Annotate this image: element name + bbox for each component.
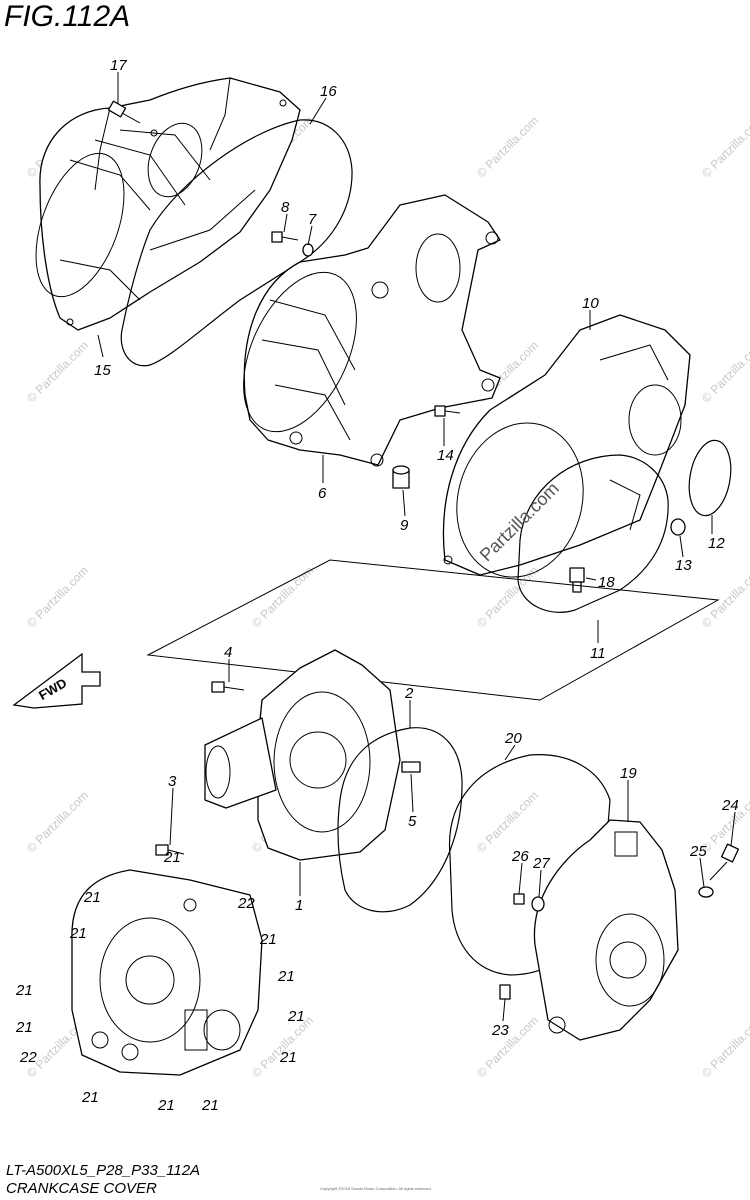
part-8-bolt [271,231,299,243]
callout-21: 21 [15,1019,33,1036]
callout-11: 11 [590,645,606,662]
watermark-text: © Partzilla.com [474,113,541,180]
part-5-dowel [401,761,421,773]
part-14-bolt [434,405,461,417]
callout-21: 21 [15,982,33,999]
callout-21: 21 [259,931,277,948]
part-bottom-cover [71,869,263,1076]
part-25-washer [698,886,714,898]
callout-21: 21 [81,1089,99,1106]
callout-21: 21 [69,925,87,942]
part-12-gasket [688,439,732,517]
part-2-gasket [337,727,463,913]
part-26-bolt [513,893,525,905]
watermark-text: © Partzilla.com [24,338,91,405]
fwd-arrow: FWD [12,652,101,709]
callout-13: 13 [675,557,692,574]
watermark-text: © Partzilla.com [699,1013,750,1080]
callout-21: 21 [157,1097,175,1114]
callout-19: 19 [620,765,637,782]
callout-numbers: 17 16 8 7 15 6 9 10 14 12 13 18 11 4 2 3… [15,57,739,1114]
part-1-magneto-cover [204,649,401,861]
model-code: LT-A500XL5_P28_P33_112A [6,1162,201,1179]
part-4-bolt [211,681,245,693]
callout-17: 17 [110,57,127,74]
copyright-note: Copyright ©2016 Suzuki Motor Corporation… [320,1186,432,1191]
part-18-plug [569,567,585,593]
part-3-bolt [155,844,185,856]
callout-23: 23 [491,1022,509,1039]
callout-5: 5 [408,813,417,830]
callout-18: 18 [598,574,615,591]
callout-9: 9 [400,517,409,534]
callout-1: 1 [295,897,303,914]
part-15-outer-cover [35,77,301,331]
callout-7: 7 [308,211,317,228]
watermark-text: © Partzilla.com [699,338,750,405]
leader-lines [97,72,736,1022]
part-23-dowel [499,984,511,1000]
watermark-text: © Partzilla.com [699,563,750,630]
part-6-inner-cover [243,194,501,467]
callout-10: 10 [582,295,599,312]
callout-6: 6 [318,485,327,502]
group-frame [146,559,720,701]
callout-4: 4 [224,644,232,661]
callout-21: 21 [279,1049,297,1066]
watermark-text: © Partzilla.com [699,113,750,180]
part-10-clutch-cover [442,314,691,578]
part-13-oring [670,518,686,536]
callout-16: 16 [320,83,337,100]
callout-21: 21 [201,1097,219,1114]
callout-25: 25 [689,843,707,860]
callout-21: 21 [83,889,101,906]
part-7-washer [302,243,314,257]
callout-3: 3 [168,773,177,790]
part-24-bolt [709,843,740,881]
part-16-gasket [120,119,353,367]
figure-title: FIG.112A [4,0,131,33]
caption: CRANKCASE COVER [6,1180,157,1197]
watermark-text: © Partzilla.com [24,788,91,855]
part-19-generator-cover [533,819,679,1041]
callout-24: 24 [721,797,739,814]
callout-2: 2 [404,685,414,702]
callout-22: 22 [19,1049,37,1066]
callout-20: 20 [504,730,522,747]
callout-15: 15 [94,362,111,379]
watermark-text: © Partzilla.com [249,1013,316,1080]
part-17-bolt [107,100,141,124]
callout-14: 14 [437,447,454,464]
watermark-text: © Partzilla.com [474,788,541,855]
callout-8: 8 [281,199,290,216]
part-9-dowel [392,465,410,489]
part-27-washer [531,896,545,912]
callout-21: 21 [163,849,181,866]
callout-22: 22 [237,895,255,912]
callout-27: 27 [532,855,550,872]
callout-26: 26 [511,848,529,865]
callout-21: 21 [277,968,295,985]
part-11-gasket [517,454,669,613]
watermark-text: © Partzilla.com [24,563,91,630]
callout-21: 21 [287,1008,305,1025]
callout-12: 12 [708,535,725,552]
